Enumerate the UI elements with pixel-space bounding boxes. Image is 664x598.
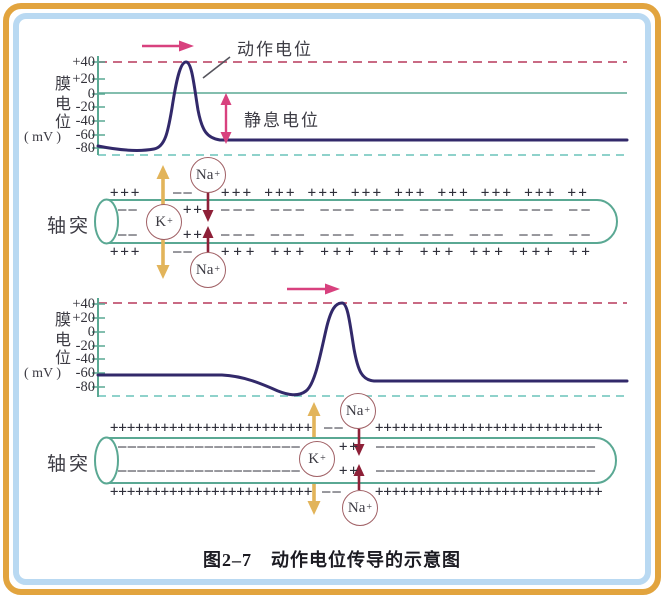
g1-tick-0: 0 [87, 86, 95, 102]
g1-axis-unit: ( mV ) [24, 130, 62, 145]
g2-tick-m40: -40 [75, 351, 95, 367]
axon2-charge-right-bottom-inside: –––––––––––––––––––––– [376, 463, 597, 479]
axon2-na-bottom-ion-badge: Na+ [342, 490, 378, 526]
axon2-na-bottom-text: Na [347, 499, 366, 516]
axon2-na-top-text: Na [345, 402, 364, 419]
action-potential-label: 动作电位 [237, 40, 313, 59]
g1-tick-m40: -40 [75, 113, 95, 129]
axon1-na-bottom-ion-badge: Na+ [190, 252, 226, 288]
axon2-na-bottom-sup: + [366, 502, 373, 513]
axon1-na-top-sup: + [214, 169, 221, 180]
axon2-k-ion-badge: K+ [299, 441, 335, 477]
g2-tick-p40: +40 [72, 296, 95, 312]
axon1-charge-top-outside-right: +++ +++ +++ +++ +++ +++ +++ +++ ++ [221, 185, 590, 201]
axon1-charge-bottom-inside-left: –– [118, 227, 139, 243]
g1-axis-char-3: 位 [55, 114, 72, 131]
axon2-charge-left-top-outside: ++++++++++++++++++++++++ [110, 420, 313, 436]
axon1-na-top-head-icon [202, 210, 214, 222]
g1-tick-m60: -60 [75, 127, 95, 143]
g1-tick-p20: +20 [72, 71, 95, 87]
axon1-k-arrow-up-head-icon [156, 165, 170, 179]
graph1-conduction-arrow-head-icon [179, 40, 194, 52]
figure-caption: 图2–7 动作电位传导的示意图 [203, 550, 461, 570]
graph1-axis-ticks [92, 61, 105, 149]
g1-tick-m20: -20 [75, 99, 95, 115]
axon1-na-top-text: Na [195, 166, 214, 183]
g2-tick-m80: -80 [75, 379, 95, 395]
axon2-k-arrow-down-head-icon [307, 501, 321, 515]
g2-tick-0: 0 [87, 324, 95, 340]
g2-tick-m60: -60 [75, 365, 95, 381]
axon1-na-bottom-text: Na [195, 261, 214, 278]
axon1-label: 轴突 [47, 216, 92, 237]
axon2-na-top-sup: + [364, 405, 371, 416]
axon2-charge-mid-top-inside: ++ [339, 439, 360, 455]
axon1-na-bottom-sup: + [214, 264, 221, 275]
axon1-charge-bottom-outside-left: +++ [110, 244, 142, 260]
axon1-membrane-capsule [107, 199, 618, 244]
axon2-charge-left-top-inside: ––––––––––––––––––– [118, 439, 301, 455]
axon1-charge-bottom-inside-mid: ++ [183, 227, 204, 243]
axon2-charge-right-bottom-outside: +++++++++++++++++++++++++++ [375, 484, 603, 500]
axon1-charge-top-inside-mid: ++ [183, 202, 204, 218]
axon1-k-ion-badge: K+ [146, 204, 182, 240]
axon2-charge-left-bottom-outside: ++++++++++++++++++++++++ [110, 484, 313, 500]
g1-tick-m80: -80 [75, 140, 95, 156]
axon1-k-arrow-down-head-icon [156, 265, 170, 279]
resting-arrow-down-head-icon [220, 132, 232, 144]
graph2-axis-ticks [92, 303, 105, 388]
axon2-left-end-ellipse [94, 436, 119, 485]
outer-gold-frame [3, 3, 661, 595]
graph1-membrane-potential-curve [96, 60, 629, 152]
axon2 [94, 402, 617, 515]
axon2-k-ion-text: K [308, 450, 320, 467]
axon1-k-ion-sup: + [167, 216, 173, 227]
inner-blue-frame [13, 13, 651, 585]
axon2-charge-right-top-outside: +++++++++++++++++++++++++++ [375, 420, 603, 436]
axon2-label: 轴突 [47, 454, 92, 475]
axon1-charge-bottom-outside-mid: –– [173, 244, 194, 260]
g2-tick-m20: -20 [75, 338, 95, 354]
axon2-na-top-ion-badge: Na+ [340, 393, 376, 429]
graph2-conduction-arrow-head-icon [325, 283, 340, 295]
axon1-charge-top-outside-mid: –– [173, 185, 194, 201]
axon1-charge-bottom-inside-right: ––– ––– ––– ––– ––– ––– ––– –– [221, 227, 594, 243]
axon1-k-ion-text: K [155, 213, 167, 230]
axon2-k-arrow-up-head-icon [307, 402, 321, 416]
resting-potential-label: 静息电位 [244, 111, 320, 130]
axon2-charge-left-bottom-inside: ––––––––––––––––––– [118, 463, 301, 479]
g1-tick-p40: +40 [72, 54, 95, 70]
g2-axis-unit: ( mV ) [24, 366, 62, 381]
axon2-charge-mid-top-outside: –– [324, 420, 345, 436]
g2-axis-char-1: 膜 [55, 312, 72, 329]
axon1-na-top-ion-badge: Na+ [190, 157, 226, 193]
axon1-charge-top-inside-right: ––– ––– ––– ––– ––– ––– ––– –– [221, 202, 594, 218]
axon1-charge-top-outside-left: +++ [110, 185, 142, 201]
g2-tick-p20: +20 [72, 310, 95, 326]
axon2-na-bottom-head-icon [353, 464, 365, 476]
axon2-charge-mid-bottom-outside: –– [322, 484, 343, 500]
axon1-na-bottom-head-icon [202, 226, 214, 238]
axon1-charge-bottom-outside-right: +++ +++ +++ +++ +++ +++ +++ ++ [221, 244, 594, 260]
g2-axis-char-2: 电 [55, 332, 72, 349]
axon1 [94, 165, 618, 279]
g1-axis-char-1: 膜 [55, 76, 72, 93]
axon2-charge-right-top-inside: –––––––––––––––––––––– [376, 439, 597, 455]
graph2 [92, 283, 629, 397]
graph1 [92, 40, 629, 156]
axon2-na-top-head-icon [353, 444, 365, 456]
action-potential-pointer-line [202, 56, 231, 79]
axon1-left-end-ellipse [94, 198, 119, 245]
g2-axis-char-3: 位 [55, 350, 72, 367]
axon2-charge-mid-bottom-inside: ++ [339, 463, 360, 479]
graph2-membrane-potential-curve [96, 301, 629, 397]
axon2-k-ion-sup: + [320, 453, 326, 464]
axon1-charge-top-inside-left: –– [118, 202, 139, 218]
g1-axis-char-2: 电 [55, 96, 72, 113]
axon2-membrane-capsule [107, 437, 617, 484]
resting-arrow-up-head-icon [220, 93, 232, 105]
